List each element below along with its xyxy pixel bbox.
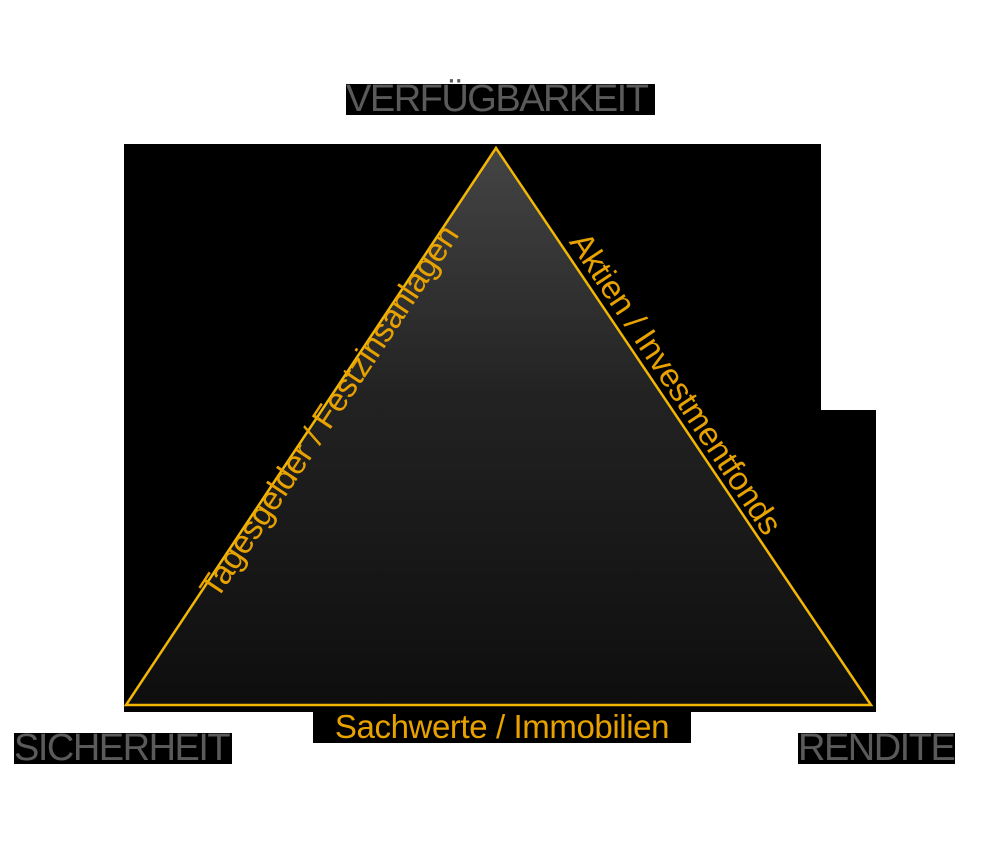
triangle-polygon [123,145,874,707]
corner-label-bottom-left: SICHERHEIT [14,729,232,767]
corner-label-bottom-right: RENDITE [798,727,956,769]
edge-label-bottom: Sachwerte / Immobilien [313,710,691,743]
corner-label-top: VERFÜGBARKEIT [346,80,655,118]
